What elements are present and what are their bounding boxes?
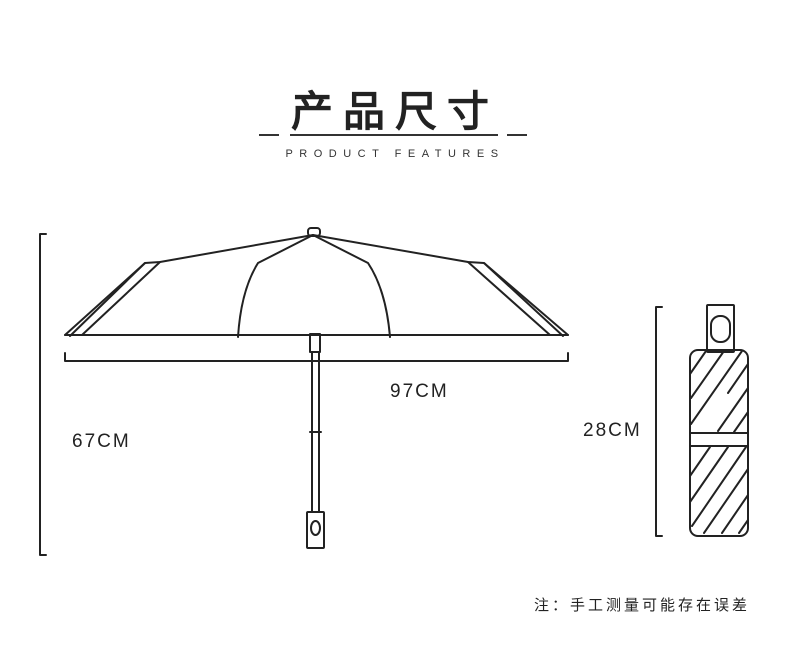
title-underline-left — [259, 134, 279, 136]
page-subtitle: PRODUCT FEATURES — [285, 148, 505, 160]
open-width-label: 97CM — [390, 381, 449, 402]
umbrella-shaft-icon — [309, 333, 322, 513]
open-height-label: 67CM — [72, 431, 131, 452]
title-underline-right — [507, 134, 527, 136]
folded-length-label: 28CM — [583, 420, 642, 441]
title-underline — [290, 134, 498, 136]
measurement-note: 注：手工测量可能存在误差 — [533, 596, 750, 614]
page-title: 产品尺寸 — [290, 87, 499, 136]
height-dimension-line — [39, 233, 47, 556]
umbrella-handle-icon — [306, 511, 325, 549]
folded-umbrella-icon — [689, 304, 749, 537]
width-dimension-line — [64, 352, 569, 362]
folded-dimension-line — [655, 306, 663, 537]
open-umbrella-canopy-icon — [64, 227, 569, 338]
